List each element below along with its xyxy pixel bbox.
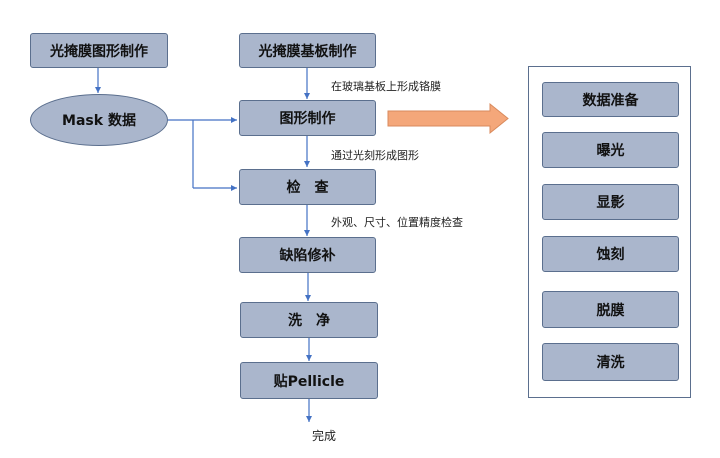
note-chrome-film: 在玻璃基板上形成铬膜: [331, 80, 441, 93]
detail-step-clean[interactable]: 清洗: [542, 343, 679, 381]
inspection-box[interactable]: 检 查: [239, 169, 376, 205]
pellicle-box[interactable]: 贴Pellicle: [240, 362, 378, 399]
detail-panel: [528, 66, 691, 398]
cleaning-box[interactable]: 洗 净: [240, 302, 378, 338]
done-label: 完成: [312, 429, 337, 443]
detail-step-exposure[interactable]: 曝光: [542, 132, 679, 168]
mask-data-ellipse[interactable]: Mask 数据: [30, 94, 168, 146]
repair-box[interactable]: 缺陷修补: [239, 237, 376, 273]
detail-step-strip[interactable]: 脱膜: [542, 291, 679, 328]
detail-step-etch[interactable]: 蚀刻: [542, 236, 679, 272]
note-inspection-items: 外观、尺寸、位置精度检查: [331, 216, 463, 229]
mask-production-box[interactable]: 光掩膜图形制作: [30, 33, 168, 68]
substrate-box[interactable]: 光掩膜基板制作: [239, 33, 376, 68]
pattern-box[interactable]: 图形制作: [239, 100, 376, 136]
detail-step-develop[interactable]: 显影: [542, 184, 679, 220]
detail-step-data-prep[interactable]: 数据准备: [542, 82, 679, 117]
note-lithography: 通过光刻形成图形: [331, 149, 419, 162]
big-arrow-to-detail: [387, 102, 509, 135]
